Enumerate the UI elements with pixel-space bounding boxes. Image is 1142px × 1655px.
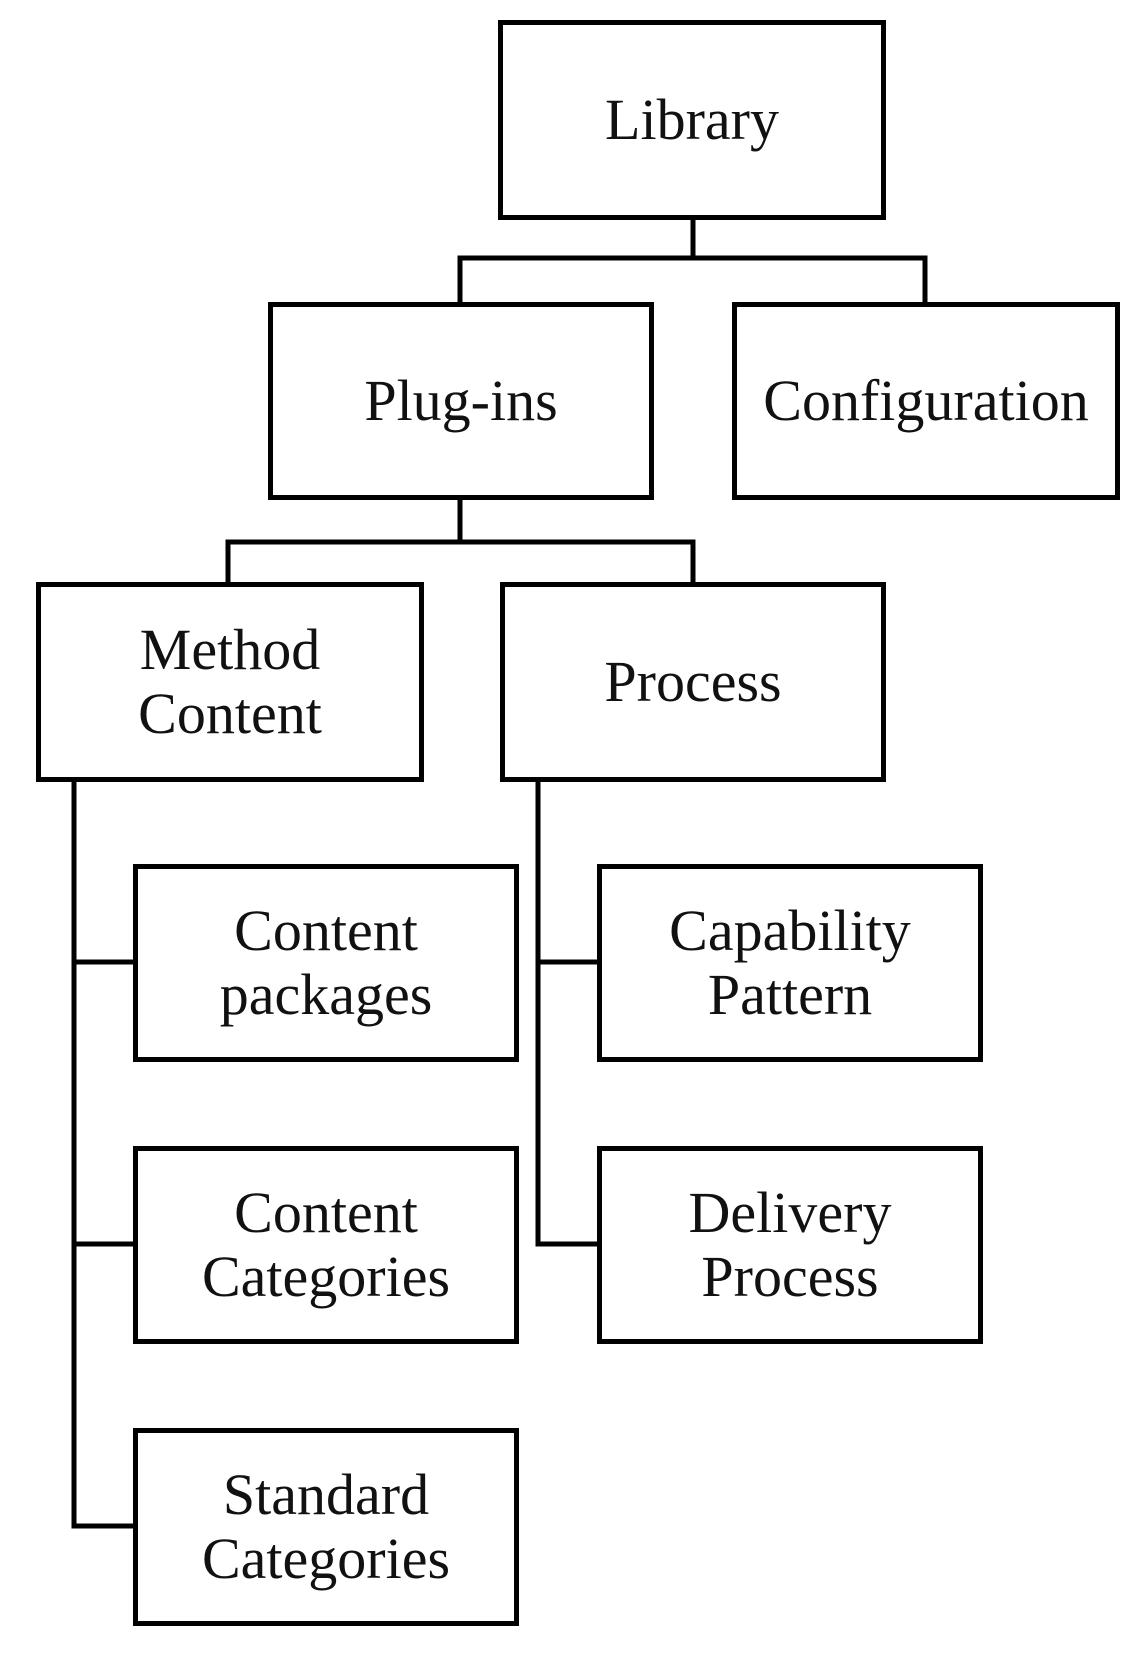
node-capability-pattern: Capability Pattern [597, 864, 983, 1062]
node-delivery-process-label: Delivery Process [688, 1180, 892, 1309]
node-content-packages-label: Content packages [219, 898, 433, 1027]
node-library: Library [498, 20, 886, 220]
node-content-packages: Content packages [133, 864, 519, 1062]
node-method-content: Method Content [36, 582, 424, 782]
node-configuration-label: Configuration [763, 368, 1089, 433]
node-library-label: Library [605, 87, 779, 152]
node-standard-categories-label: Standard Categories [201, 1462, 451, 1591]
node-plugins-label: Plug-ins [364, 368, 558, 433]
node-capability-pattern-label: Capability Pattern [669, 898, 911, 1027]
node-plugins: Plug-ins [268, 302, 654, 500]
node-method-content-label: Method Content [138, 617, 322, 746]
node-standard-categories: Standard Categories [133, 1428, 519, 1626]
node-delivery-process: Delivery Process [597, 1146, 983, 1344]
node-configuration: Configuration [732, 302, 1120, 500]
node-process: Process [500, 582, 886, 782]
node-process-label: Process [604, 649, 782, 714]
node-content-categories-label: Content Categories [201, 1180, 451, 1309]
node-content-categories: Content Categories [133, 1146, 519, 1344]
